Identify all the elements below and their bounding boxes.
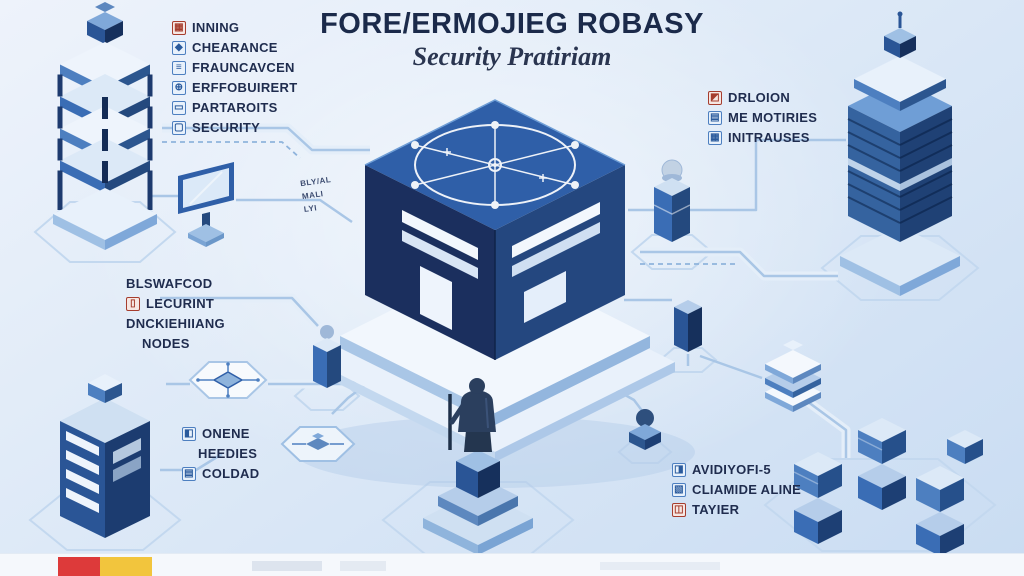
label-text: CLIAMIDE ALINE — [692, 482, 802, 497]
footer-gray-block — [252, 561, 322, 571]
server-tower-right — [840, 11, 960, 296]
label-item: ▤ ME MOTIRIES — [708, 110, 817, 125]
label-item: ▧ CLIAMIDE ALINE — [672, 482, 801, 497]
label-text: TAYIER — [692, 502, 740, 517]
label-item: ◫ TAYIER — [672, 502, 801, 517]
footer-red-block — [58, 557, 100, 576]
server-tower-left — [53, 2, 157, 250]
pillar-dome — [653, 159, 691, 242]
label-group-mid-left: BLSWAFCOD ▯ LECURINT DNCKIEHIIANG NODES — [126, 276, 225, 351]
label-text: SECURITY — [192, 120, 261, 135]
footer-gray-block — [340, 561, 386, 571]
label-text: HEEDIES — [198, 446, 258, 461]
key-icon: ◨ — [672, 462, 686, 477]
label-text: DRLOION — [728, 90, 791, 105]
label-text: BLSWAFCOD — [126, 276, 213, 291]
label-text: INNING — [192, 20, 240, 35]
cube-icon: ◧ — [182, 426, 196, 441]
label-text: AVIDIYOFI-5 — [692, 462, 771, 477]
label-item: DNCKIEHIIANG — [126, 316, 225, 331]
label-item: ◆ CHEARANCE — [172, 40, 297, 55]
shield-icon: ◆ — [172, 40, 186, 55]
label-text: ME MOTIRIES — [728, 110, 818, 125]
label-text: FRAUNCAVCEN — [192, 60, 295, 75]
label-group-right: ◩ DRLOION ▤ ME MOTIRIES ▦ INITRAUSES — [708, 90, 817, 145]
pillar-dark — [674, 300, 702, 352]
server-icon: ≡ — [172, 60, 186, 75]
title-line-1: FORE/ERMOJIEG ROBASY — [320, 8, 704, 40]
label-item: ▦ INITRAUSES — [708, 130, 817, 145]
label-item: ⊕ ERFFOBUIRERT — [172, 80, 297, 95]
label-item: BLSWAFCOD — [126, 276, 225, 291]
cube-left-face-windows — [402, 210, 478, 330]
document-icon: ▯ — [126, 296, 140, 311]
title-block: FORE/ERMOJIEG ROBASY Security Pratiriam — [320, 8, 704, 72]
chip-icon: ▦ — [172, 20, 186, 35]
statue — [423, 378, 533, 555]
storage-cabinet — [60, 374, 150, 538]
label-item: ▭ PARTAROITS — [172, 100, 297, 115]
label-text: ONENE — [202, 426, 250, 441]
hex-tile-1 — [188, 361, 268, 399]
label-item: ▤ COLDAD — [182, 466, 259, 481]
hex-tile-2 — [280, 426, 356, 462]
label-item: ▯ LECURINT — [126, 296, 225, 311]
pillar-small — [313, 325, 341, 388]
cloud-icon: ▧ — [672, 482, 686, 497]
label-item: ◧ ONENE — [182, 426, 259, 441]
label-text: DNCKIEHIIANG — [126, 316, 225, 331]
label-item: ◩ DRLOION — [708, 90, 817, 105]
label-text: NODES — [142, 336, 190, 351]
label-group-bottom-right: ◨ AVIDIYOFI-5 ▧ CLIAMIDE ALINE ◫ TAYIER — [672, 462, 801, 517]
title-line-2: Security Pratiriam — [412, 42, 612, 71]
storage-icon: ▤ — [182, 466, 196, 481]
footer-strip — [0, 553, 1024, 576]
gear-icon: ⊕ — [172, 80, 186, 95]
label-item: ▢ SECURITY — [172, 120, 297, 135]
label-text: PARTAROITS — [192, 100, 278, 115]
label-item: ▦ INNING — [172, 20, 297, 35]
monitor — [178, 162, 234, 247]
cube-annotation: BLY/AL MALI LYI — [299, 174, 335, 216]
chat-icon: ▢ — [172, 120, 186, 135]
lock-icon: ◩ — [708, 90, 722, 105]
label-item: ◨ AVIDIYOFI-5 — [672, 462, 801, 477]
label-item: HEEDIES — [182, 446, 259, 461]
label-group-bottom-left: ◧ ONENE HEEDIES ▤ COLDAD — [182, 426, 259, 481]
label-text: INITRAUSES — [728, 130, 810, 145]
label-text: LECURINT — [146, 296, 215, 311]
cube-right-face-windows — [512, 202, 600, 323]
label-group-top-left: ▦ INNING ◆ CHEARANCE ≡ FRAUNCAVCEN ⊕ ERF… — [172, 20, 297, 135]
circuit-diagram — [411, 121, 579, 209]
label-text: ERFFOBUIRERT — [192, 80, 298, 95]
monitor-icon: ▭ — [172, 100, 186, 115]
label-text: COLDAD — [202, 466, 260, 481]
database-icon: ▤ — [708, 110, 722, 125]
slab-stack — [765, 340, 821, 412]
footer-gray-block — [600, 562, 720, 570]
label-item: NODES — [126, 336, 225, 351]
label-item: ≡ FRAUNCAVCEN — [172, 60, 297, 75]
cube-cluster — [793, 418, 983, 556]
tag-icon: ◫ — [672, 502, 686, 517]
label-text: CHEARANCE — [192, 40, 278, 55]
footer-yellow-block — [100, 557, 152, 576]
dome-unit — [629, 409, 661, 450]
central-cube — [295, 99, 695, 488]
network-icon: ▦ — [708, 130, 722, 145]
